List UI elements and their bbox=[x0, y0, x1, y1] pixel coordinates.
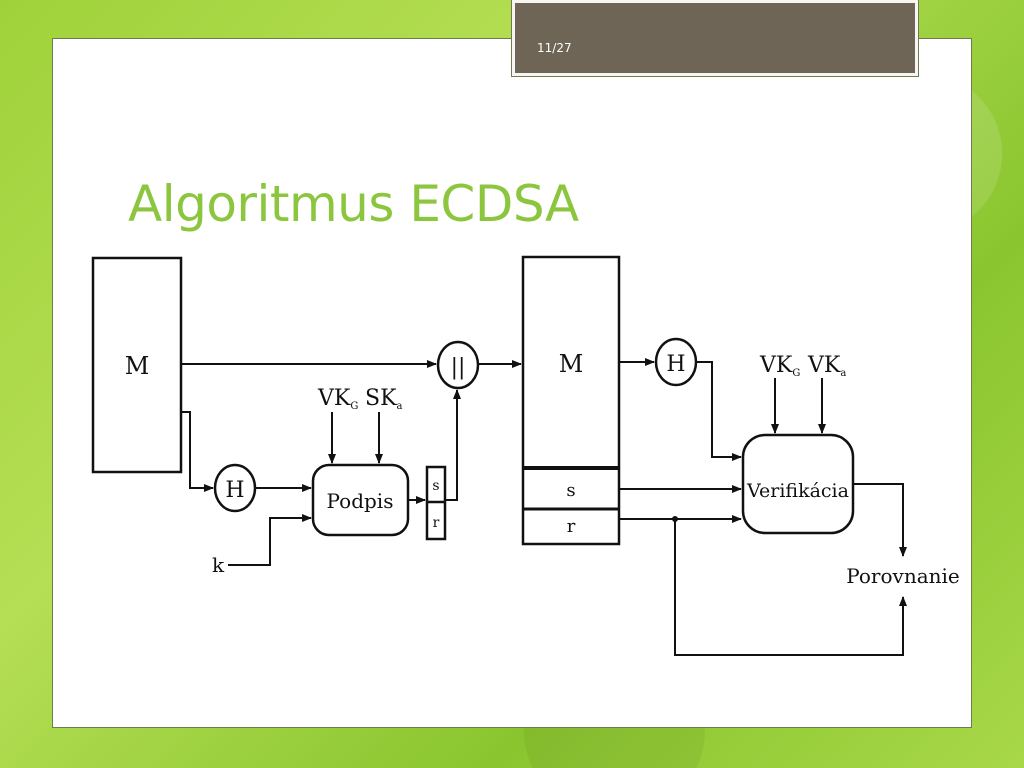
k-label: k bbox=[212, 553, 225, 577]
signed-r-label: r bbox=[567, 516, 576, 537]
message-label: M bbox=[125, 352, 150, 380]
verify-label: Verifikácia bbox=[746, 480, 849, 502]
concat-label: || bbox=[451, 355, 466, 380]
hash-label-left: H bbox=[225, 478, 244, 503]
slide-counter-box: 11/27 bbox=[511, 0, 919, 77]
slide-title: Algoritmus ECDSA bbox=[128, 175, 579, 233]
signed-s-label: s bbox=[566, 480, 575, 501]
vk-a-label: VKa bbox=[807, 353, 846, 379]
vk-g-right-label: VKG bbox=[759, 353, 800, 379]
vk-g-label: VKG bbox=[317, 386, 358, 412]
signed-message-box bbox=[521, 255, 621, 546]
sig-s-label: s bbox=[432, 478, 439, 494]
sign-label: Podpis bbox=[327, 489, 394, 513]
sk-a-label: SKa bbox=[365, 386, 403, 412]
compare-label: Porovnanie bbox=[846, 564, 960, 588]
hash-label-right: H bbox=[666, 352, 685, 377]
sig-r-label: r bbox=[433, 515, 440, 531]
slide-canvas bbox=[52, 38, 972, 728]
signed-message-label: M bbox=[559, 350, 584, 378]
slide-counter: 11/27 bbox=[537, 41, 572, 55]
